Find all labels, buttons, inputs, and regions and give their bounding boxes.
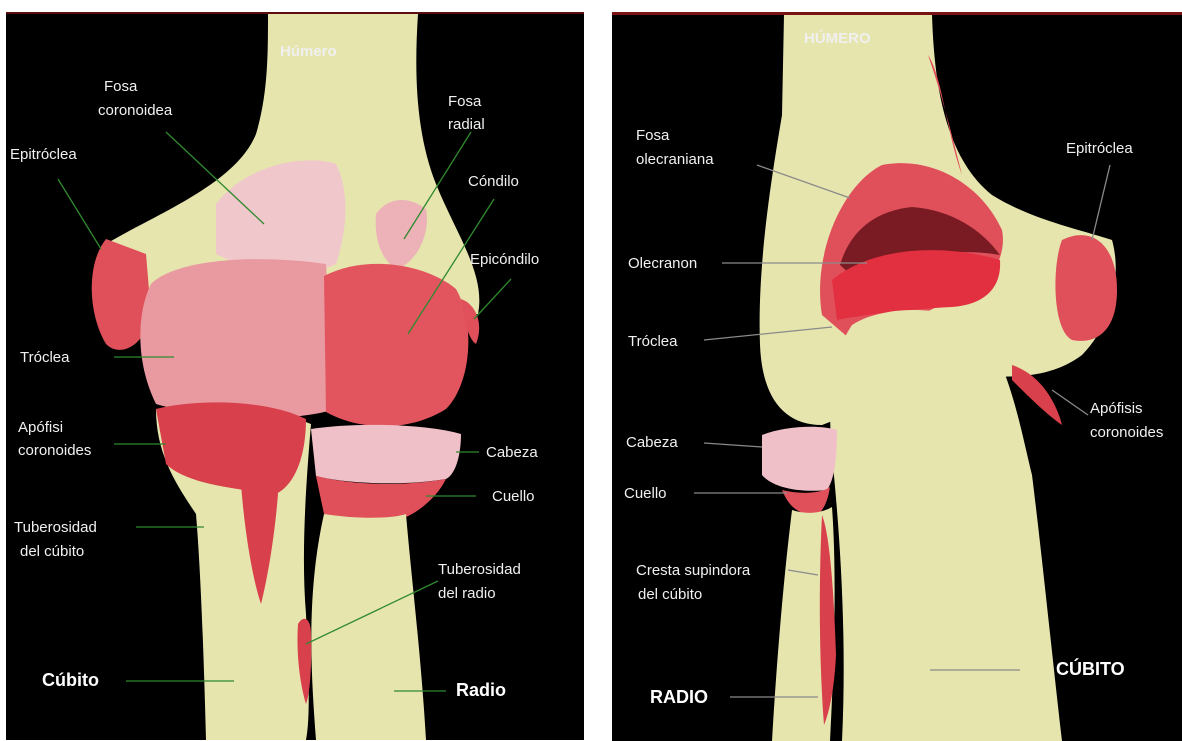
anterior-elbow-illustration: Húmero Fosa coronoidea Fosa radial Epitr… [6, 14, 584, 740]
radius-head-shape-posterior [762, 427, 837, 491]
radius-shaft [311, 514, 426, 740]
label-radio: Radio [456, 680, 506, 700]
condyle-shape [324, 264, 468, 426]
label-fosa-coronoidea-1: Fosa [104, 78, 138, 95]
label-apofisi-1: Apófisi [18, 419, 63, 436]
label-epitroclea: Epitróclea [10, 146, 77, 163]
radius-head-shape [311, 425, 461, 483]
label-cabeza: Cabeza [486, 444, 538, 461]
label-cresta-1: Cresta supindora [636, 562, 751, 579]
radius-neck-shape-posterior [782, 487, 830, 515]
label-cabeza-posterior: Cabeza [626, 434, 678, 451]
label-cuello: Cuello [492, 488, 535, 505]
label-tuberosidad-cubito-2: del cúbito [20, 543, 84, 560]
label-tuberosidad-radio-1: Tuberosidad [438, 561, 521, 578]
label-tuberosidad-radio-2: del radio [438, 585, 496, 602]
label-tuberosidad-cubito-1: Tuberosidad [14, 519, 97, 536]
posterior-elbow-illustration: HÚMERO Fosa olecraniana Epitróclea Olecr… [612, 15, 1182, 741]
label-apofisis-2: coronoides [1090, 424, 1163, 441]
label-fosa-coronoidea-2: coronoidea [98, 102, 173, 119]
label-condilo: Cóndilo [468, 173, 519, 190]
label-cubito-posterior: CÚBITO [1056, 658, 1125, 679]
trochlea-shape [140, 259, 336, 418]
label-humero-posterior: HÚMERO [804, 29, 871, 47]
label-fosa-olecraniana-1: Fosa [636, 127, 670, 144]
label-olecranon: Olecranon [628, 255, 697, 272]
label-troclea-posterior: Tróclea [628, 333, 678, 350]
label-cubito: Cúbito [42, 670, 99, 690]
label-apofisi-2: coronoides [18, 442, 91, 459]
label-fosa-radial-1: Fosa [448, 93, 482, 110]
anterior-view-panel: Húmero Fosa coronoidea Fosa radial Epitr… [6, 12, 584, 740]
posterior-view-panel: HÚMERO Fosa olecraniana Epitróclea Olecr… [612, 12, 1182, 741]
coronoid-process-shape-posterior [1012, 365, 1062, 425]
label-fosa-radial-2: radial [448, 116, 485, 133]
label-troclea: Tróclea [20, 349, 70, 366]
label-humero: Húmero [280, 43, 337, 60]
label-cresta-2: del cúbito [638, 586, 702, 603]
label-radio-posterior: RADIO [650, 687, 708, 707]
epitroclea-shape-posterior [1055, 235, 1117, 341]
label-epicondilo: Epicóndilo [470, 251, 539, 268]
label-epitroclea-posterior: Epitróclea [1066, 140, 1133, 157]
label-apofisis-1: Apófisis [1090, 400, 1143, 417]
label-cuello-posterior: Cuello [624, 485, 667, 502]
label-fosa-olecraniana-2: olecraniana [636, 151, 714, 168]
